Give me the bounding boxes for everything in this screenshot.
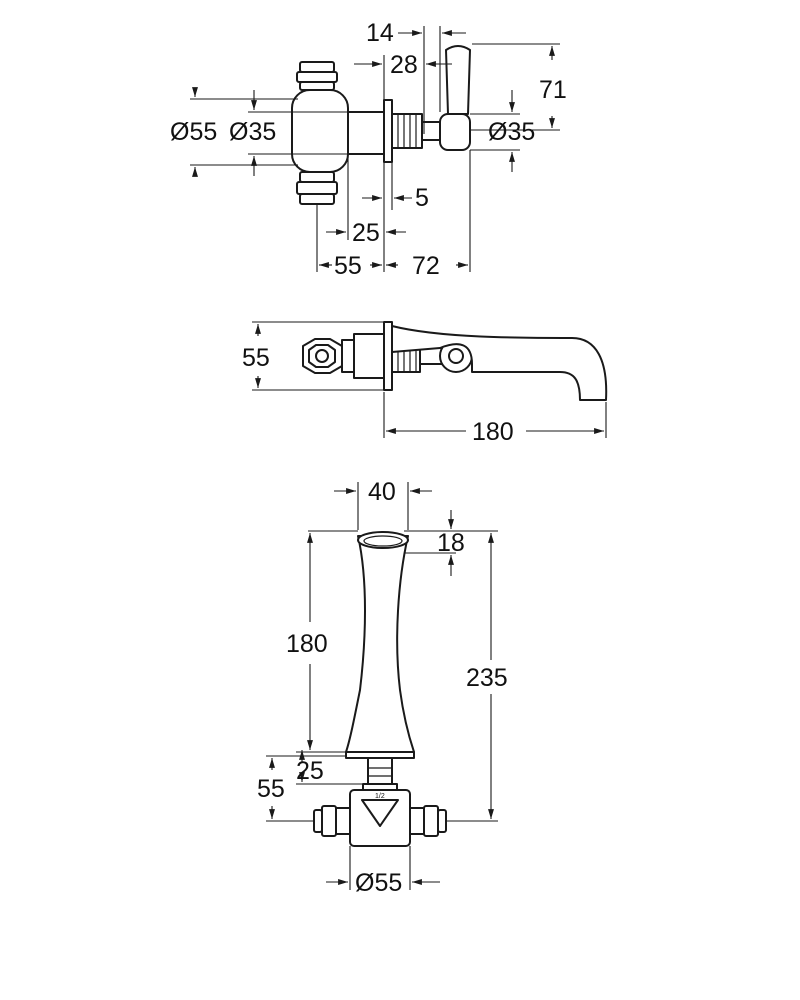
top-flange (383, 99, 393, 163)
top-view (291, 45, 471, 205)
dim-5: 5 (415, 184, 429, 212)
dim-dia55-top: Ø55 (170, 118, 217, 146)
side-end-nut (302, 338, 343, 374)
dim-55-front: 55 (257, 775, 285, 803)
dim-180-side: 180 (472, 418, 514, 446)
top-shroud (391, 113, 423, 149)
front-right-nut (409, 805, 447, 837)
dim-dia55-front: Ø55 (355, 869, 402, 897)
dim-25-front: 25 (296, 757, 324, 785)
front-view: 1/2 (313, 531, 447, 847)
dim-dia35-top-left: Ø35 (229, 118, 276, 146)
top-valve-body (291, 89, 349, 173)
dim-235: 235 (466, 664, 508, 692)
top-spindle (421, 121, 441, 141)
top-view-dimensions: 14 28 71 Ø55 Ø35 Ø35 5 (170, 19, 567, 280)
top-lever-handle (445, 45, 471, 115)
top-lower-nut (296, 171, 338, 205)
side-flange (383, 321, 393, 391)
top-handle-hub (439, 113, 471, 151)
side-valve-body (341, 339, 355, 373)
front-spout-outlet (357, 531, 409, 549)
dim-55-side: 55 (242, 344, 270, 372)
side-spindle (419, 347, 443, 365)
dim-71: 71 (539, 76, 567, 104)
side-view-dimensions: 55 180 (242, 321, 607, 446)
front-spout (345, 535, 415, 753)
front-view-dimensions: 40 18 180 235 25 55 Ø55 (257, 478, 508, 897)
front-marking: 1/2 (375, 793, 385, 800)
side-spout (391, 325, 608, 401)
side-view (302, 321, 608, 401)
top-upper-nut (296, 61, 338, 91)
front-tee-arrow (361, 799, 399, 827)
dim-25-top: 25 (352, 219, 380, 247)
dim-55-top: 55 (334, 252, 362, 280)
top-body-neck (347, 111, 385, 155)
dim-dia35-top-right: Ø35 (488, 118, 535, 146)
side-handle-hub (439, 339, 473, 373)
dim-28: 28 (390, 51, 418, 79)
dim-180-front: 180 (286, 630, 328, 658)
front-left-nut (313, 805, 351, 837)
dim-18: 18 (437, 529, 465, 557)
dim-40: 40 (368, 478, 396, 506)
dim-72: 72 (412, 252, 440, 280)
front-stem (367, 757, 393, 785)
dim-14: 14 (366, 19, 394, 47)
side-body-neck (353, 333, 385, 379)
